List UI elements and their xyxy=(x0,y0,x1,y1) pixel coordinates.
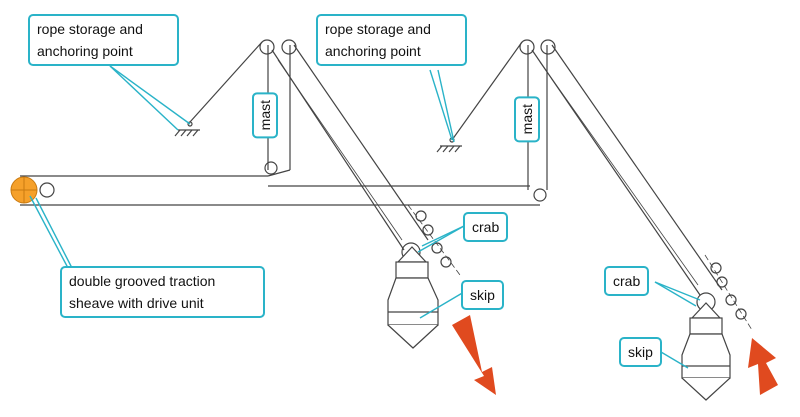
traction-sheave-line-2: sheave with drive unit xyxy=(69,295,204,311)
sheave-right-bottom xyxy=(533,188,547,202)
rope-storage-right-line-2: anchoring point xyxy=(325,43,421,59)
rope-storage-callout-left: rope storage and anchoring point xyxy=(28,14,179,66)
traction-sheave xyxy=(10,176,38,204)
traction-sheave-callout: double grooved traction sheave with driv… xyxy=(60,266,265,318)
sheave-left-top-2 xyxy=(281,39,297,55)
sheave-small xyxy=(39,182,55,198)
mast-label-left: mast xyxy=(252,92,278,139)
sheave-right-top-2 xyxy=(540,39,556,55)
skip-label-left: skip xyxy=(461,280,504,310)
sheave-right-top-1 xyxy=(519,39,535,55)
skip-right xyxy=(681,302,731,401)
traction-sheave-line-1: double grooved traction xyxy=(69,273,216,289)
rope-storage-right-line-1: rope storage and xyxy=(325,21,431,37)
sheave-left-bottom xyxy=(264,161,278,175)
sheave-left-top-1 xyxy=(259,39,275,55)
skip-left xyxy=(387,246,439,349)
crab-label-left: crab xyxy=(463,212,509,242)
rope-storage-left-line-1: rope storage and xyxy=(37,21,143,37)
rope-storage-left-line-2: anchoring point xyxy=(37,43,133,59)
arrow-down-icon xyxy=(452,315,496,395)
mast-label-right: mast xyxy=(514,96,540,143)
skip-label-right: skip xyxy=(619,337,662,367)
arrow-up-icon xyxy=(748,338,778,395)
rope-storage-callout-right: rope storage and anchoring point xyxy=(316,14,467,66)
crab-label-right: crab xyxy=(604,266,650,296)
